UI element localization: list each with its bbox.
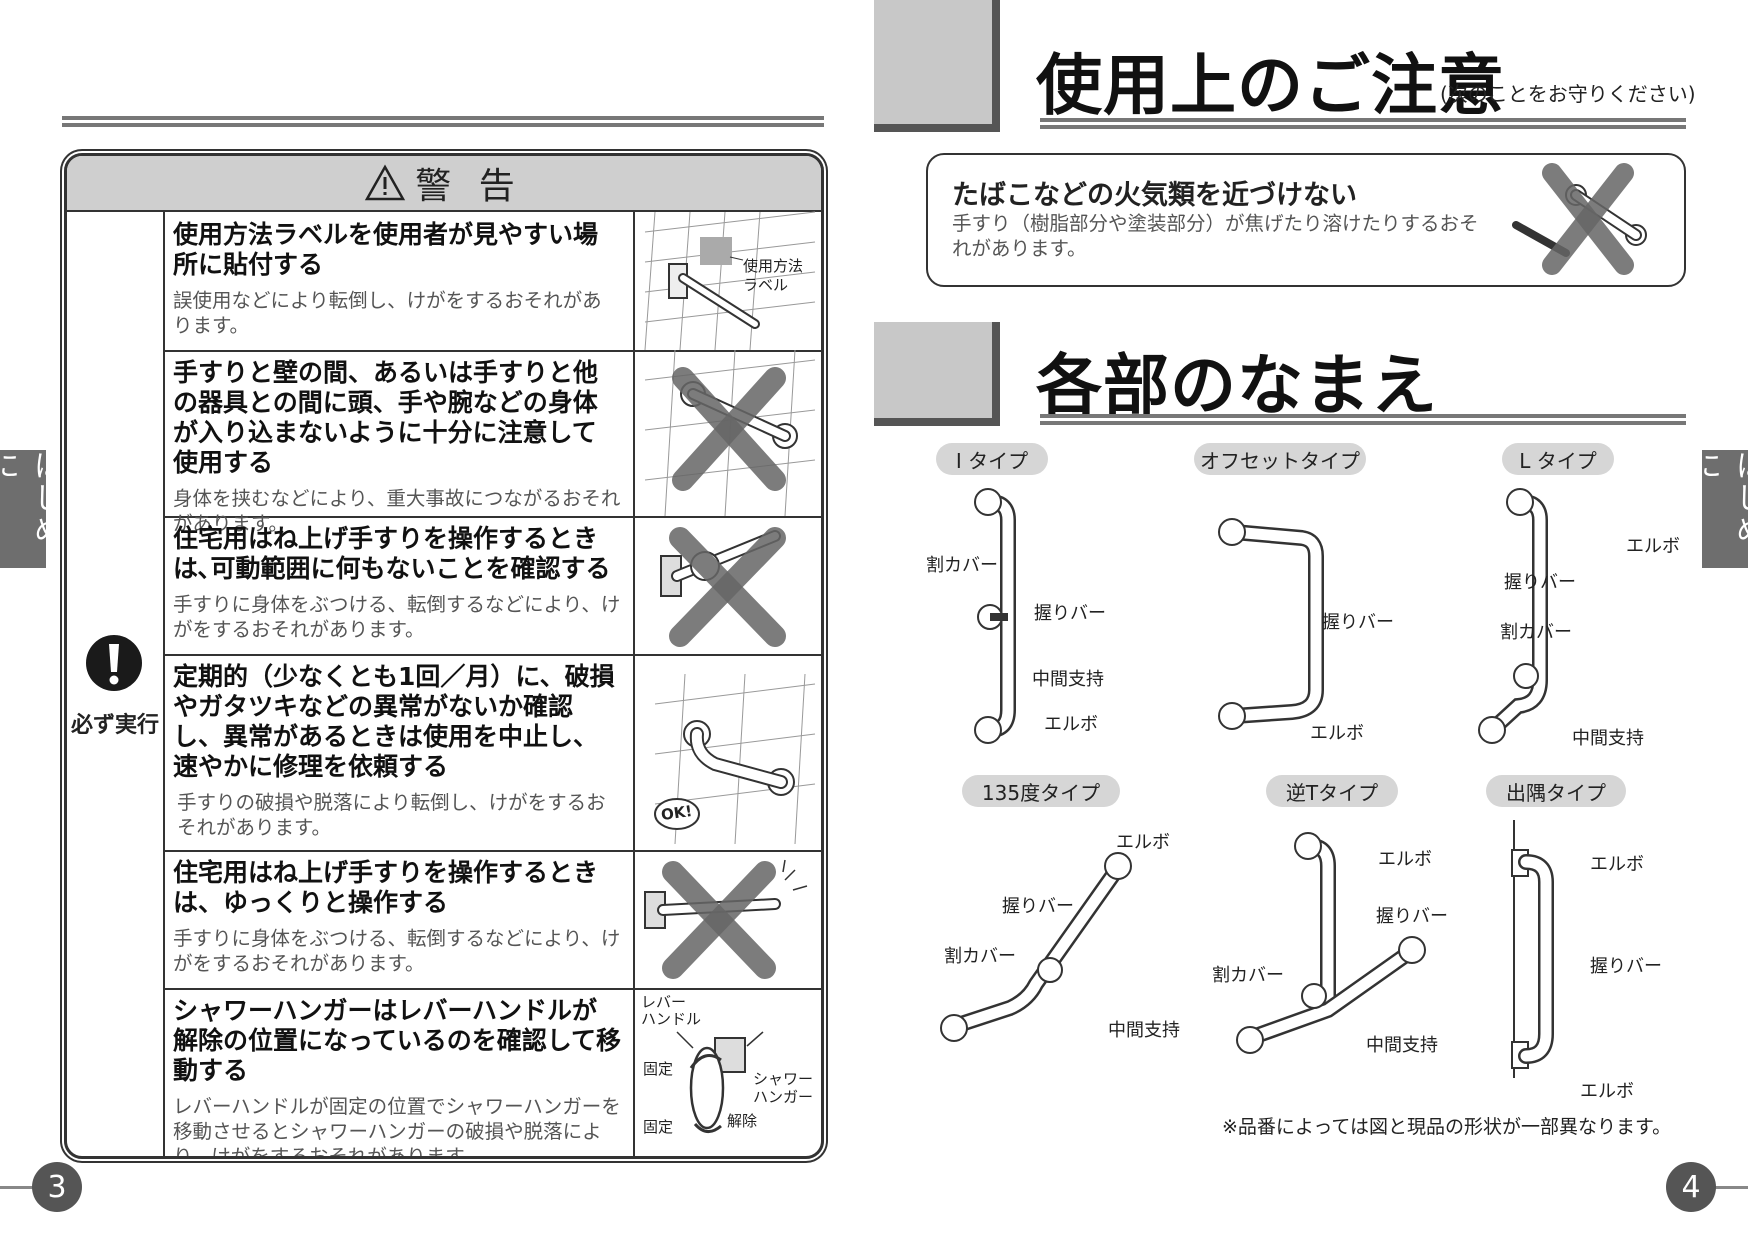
shower-hanger-illustration: レバー ハンドル 固定 固定 解除 シャワー ハンガー — [633, 988, 821, 1156]
135-elbow-label: エルボ — [1116, 832, 1170, 853]
section-marker-block — [874, 322, 1000, 426]
row-desc: 身体を挟むなどにより、重大事故につながるおそれがあります。 — [173, 487, 621, 535]
corner-grip-bar-label: 握りバー — [1590, 956, 1662, 977]
warning-row: 使用方法ラベルを使用者が見やすい場所に貼付する 誤使用などにより転倒し、けがをす… — [165, 211, 821, 352]
row-title: 定期的（少なくとも1回／月）に、破損やガタツキなどの異常がないか確認し、異常があ… — [173, 662, 615, 781]
type-pill-corner: 出隅タイプ — [1486, 775, 1626, 807]
reverse-t-elbow-label: エルボ — [1378, 849, 1432, 870]
row-title: 手すりと壁の間、あるいは手すりと他の器具との間に頭、手や腕などの身体が入り込まな… — [173, 358, 599, 477]
135-grip-bar-label: 握りバー — [1002, 896, 1074, 917]
l-type-rail-diagram — [1478, 488, 1548, 744]
label-placement-caption: 使用方法 ラベル — [743, 257, 804, 294]
row-desc: 手すりの破損や脱落により転倒し、けがをするおそれがあります。 — [177, 791, 606, 839]
warning-header: 警 告 — [67, 156, 821, 212]
warning-row: 住宅用はね上げ手すりを操作するときは、ゆっくりと操作する 手すりに身体をぶつける… — [165, 850, 821, 990]
title-rule-1 — [1040, 118, 1686, 129]
precautions-subtitle: (次のことをお守りください) — [1440, 82, 1696, 106]
row-title: 使用方法ラベルを使用者が見やすい場所に貼付する — [173, 220, 599, 279]
must-do-label: 必ず実行 — [70, 713, 159, 738]
reverse-t-split-cover-label: 割カバー — [1212, 965, 1284, 986]
type-pill-l: L タイプ — [1502, 443, 1614, 475]
shower-hanger-label: シャワー ハンガー — [753, 1070, 814, 1106]
exclamation-circle-icon — [86, 635, 142, 691]
row-desc: 誤使用などにより転倒し、けがをするおそれがあります。 — [173, 289, 602, 337]
page-number-line-left — [0, 1186, 40, 1189]
release-label: 解除 — [727, 1112, 758, 1130]
corner-elbow-bottom-label: エルボ — [1580, 1081, 1634, 1102]
hand-pinch-prohibited-illustration — [633, 349, 821, 517]
reverse-t-type-rail-diagram — [1236, 832, 1426, 1054]
i-grip-bar-label: 握りバー — [1034, 603, 1106, 624]
lever-handle-label: レバー ハンドル — [641, 993, 702, 1028]
warning-row: 手すりと壁の間、あるいは手すりと他の器具との間に頭、手や腕などの身体が入り込まな… — [165, 349, 821, 535]
fire-caution-box: たばこなどの火気類を近づけない 手すり（樹脂部分や塗装部分）が焦げたり溶けたりす… — [926, 153, 1686, 287]
reverse-t-grip-bar-label: 握りバー — [1376, 906, 1448, 927]
precautions-title: 使用上のご注意 — [1036, 47, 1505, 124]
shape-difference-footnote: ※品番によっては図と現品の形状が一部異なります。 — [1222, 1116, 1672, 1138]
part-names-title: 各部のなまえ — [1036, 347, 1438, 424]
i-elbow-label: エルボ — [1044, 714, 1098, 735]
warning-triangle-icon — [365, 164, 406, 201]
warning-row: シャワーハンガーはレバーハンドルが解除の位置になっているのを確認して移動する レ… — [165, 988, 821, 1156]
l-split-cover-label: 割カバー — [1500, 622, 1572, 643]
fire-caution-desc: 手すり（樹脂部分や塗装部分）が焦げたり溶けたりするおそれがあります。 — [952, 212, 1479, 260]
warning-header-text: 警 告 — [415, 166, 523, 207]
135-split-cover-label: 割カバー — [944, 946, 1016, 967]
corner-elbow-top-label: エルボ — [1590, 854, 1644, 875]
fixed-label-top: 固定 — [643, 1060, 674, 1078]
warning-box: 警 告 必ず実行 使用方法ラベルを使用者が見やすい場所に貼付する 誤使用などによ… — [64, 153, 824, 1159]
slow-operation-illustration — [633, 850, 821, 988]
row-desc: 手すりに身体をぶつける、転倒するなどにより、けがをするおそれがあります。 — [173, 593, 621, 641]
l-grip-bar-label: 握りバー — [1504, 572, 1576, 593]
must-do-column: 必ず実行 — [67, 212, 165, 1156]
page-number-left: 3 — [32, 1162, 82, 1212]
reverse-t-middle-support-label: 中間支持 — [1366, 1035, 1438, 1056]
i-split-cover-label: 割カバー — [926, 555, 998, 576]
corner-type-rail-diagram — [1511, 820, 1554, 1078]
fire-caution-title: たばこなどの火気類を近づけない — [952, 180, 1357, 211]
type-pill-offset: オフセットタイプ — [1194, 443, 1366, 475]
top-rule-left — [62, 116, 824, 127]
row-title: 住宅用はね上げ手すりを操作するときは､可動範囲に何もないことを確認する — [173, 524, 611, 583]
side-tab-left: はじめに — [0, 450, 63, 568]
folding-rail-clearance-illustration — [633, 516, 821, 654]
row-title: シャワーハンガーはレバーハンドルが解除の位置になっているのを確認して移動する — [173, 996, 622, 1085]
l-elbow-label: エルボ — [1626, 536, 1680, 557]
side-tab-right: はじめに — [1686, 450, 1748, 568]
type-pill-i: I タイプ — [936, 443, 1048, 475]
offset-grip-bar-label: 握りバー — [1322, 612, 1394, 633]
row-desc: レバーハンドルが固定の位置でシャワーハンガーを移動させるとシャワーハンガーの破損… — [173, 1095, 621, 1159]
fixed-label-bottom: 固定 — [643, 1118, 674, 1136]
i-middle-support-label: 中間支持 — [1032, 669, 1104, 690]
label-placement-illustration: 使用方法 ラベル — [633, 211, 821, 351]
page-number-right: 4 — [1666, 1162, 1716, 1212]
row-title: 住宅用はね上げ手すりを操作するときは、ゆっくりと操作する — [173, 858, 599, 917]
l-middle-support-label: 中間支持 — [1572, 728, 1644, 749]
offset-elbow-label: エルボ — [1310, 723, 1364, 744]
type-pill-reverse-t: 逆Tタイプ — [1266, 775, 1398, 807]
type-pill-135: 135度タイプ — [962, 775, 1120, 807]
offset-type-rail-diagram — [1218, 518, 1324, 730]
inspection-ok-illustration: OK! — [633, 654, 821, 850]
no-cigarette-illustration — [1512, 163, 1647, 275]
section-marker-block — [874, 0, 1000, 132]
page-number-line-right — [1700, 1186, 1748, 1189]
i-type-rail-diagram — [974, 488, 1016, 744]
row-desc: 手すりに身体をぶつける、転倒するなどにより、けがをするおそれがあります。 — [173, 927, 621, 975]
warning-row: 定期的（少なくとも1回／月）に、破損やガタツキなどの異常がないか確認し、異常があ… — [165, 654, 821, 852]
warning-row: 住宅用はね上げ手すりを操作するときは､可動範囲に何もないことを確認する 手すりに… — [165, 516, 821, 656]
135-middle-support-label: 中間支持 — [1108, 1020, 1180, 1041]
title-rule-2 — [1040, 414, 1686, 425]
135-type-rail-diagram — [940, 852, 1132, 1042]
